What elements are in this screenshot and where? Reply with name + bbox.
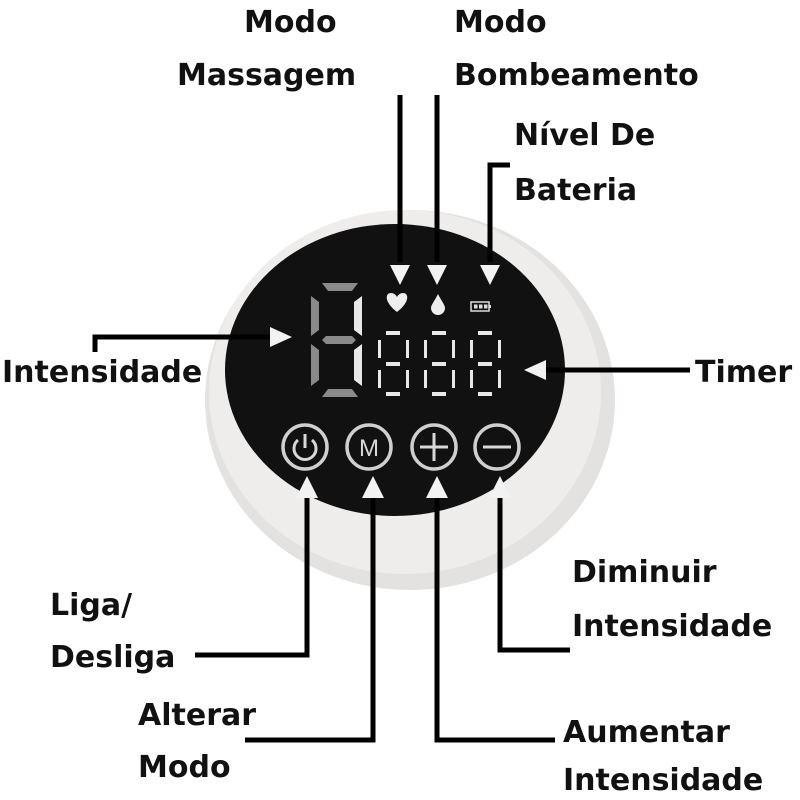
callout-line-battery <box>487 162 510 262</box>
increase-button[interactable] <box>410 423 458 471</box>
decrease-button[interactable] <box>473 423 521 471</box>
label-decrease-line2: Intensidade <box>572 609 772 644</box>
timer-digit <box>424 331 455 396</box>
intensity-digit-display <box>311 283 362 397</box>
arrow-up-icon <box>362 476 384 498</box>
plus-icon <box>420 433 448 461</box>
label-massage-mode-line2: Massagem <box>177 58 356 93</box>
arrow-up-icon <box>296 476 318 498</box>
arrow-up-icon <box>489 476 511 498</box>
label-battery-line1: Nível De <box>514 118 655 153</box>
label-timer: Timer <box>695 355 792 390</box>
label-pump-mode-line1: Modo <box>454 5 547 40</box>
arrow-right-icon <box>270 327 292 347</box>
control-panel-face <box>225 224 565 516</box>
arrow-left-icon <box>524 360 546 380</box>
battery-icon <box>470 301 491 312</box>
arrow-down-icon <box>480 265 500 285</box>
droplet-icon <box>431 294 445 315</box>
label-decrease-line1: Diminuir <box>572 555 717 590</box>
label-increase-line1: Aumentar <box>563 715 730 750</box>
label-pump-mode-line2: Bombeamento <box>454 58 699 93</box>
timer-digits-display <box>378 331 501 396</box>
callout-line-increase <box>434 498 555 743</box>
timer-digit <box>378 331 409 396</box>
arrow-down-icon <box>390 265 410 285</box>
callout-line-decrease <box>497 498 570 653</box>
power-icon <box>292 434 318 461</box>
label-power-line2: Desliga <box>50 640 175 675</box>
label-intensity: Intensidade <box>2 355 202 390</box>
label-battery-line2: Bateria <box>514 173 637 208</box>
label-power-line1: Liga/ <box>50 588 132 623</box>
mode-button[interactable]: M <box>345 423 393 471</box>
heart-icon <box>386 293 408 312</box>
arrow-down-icon <box>427 265 447 285</box>
callout-line-intensity <box>92 334 270 352</box>
timer-digit <box>470 331 501 396</box>
label-increase-line2: Intensidade <box>563 763 763 798</box>
mode-m-icon: M <box>359 435 379 462</box>
power-button[interactable] <box>281 423 329 471</box>
callout-line-power <box>195 498 310 658</box>
label-change-mode-line1: Alterar <box>138 698 256 733</box>
arrow-up-icon <box>426 476 448 498</box>
label-massage-mode-line1: Modo <box>244 5 337 40</box>
label-change-mode-line2: Modo <box>138 750 231 785</box>
callout-line-mode <box>245 498 376 743</box>
